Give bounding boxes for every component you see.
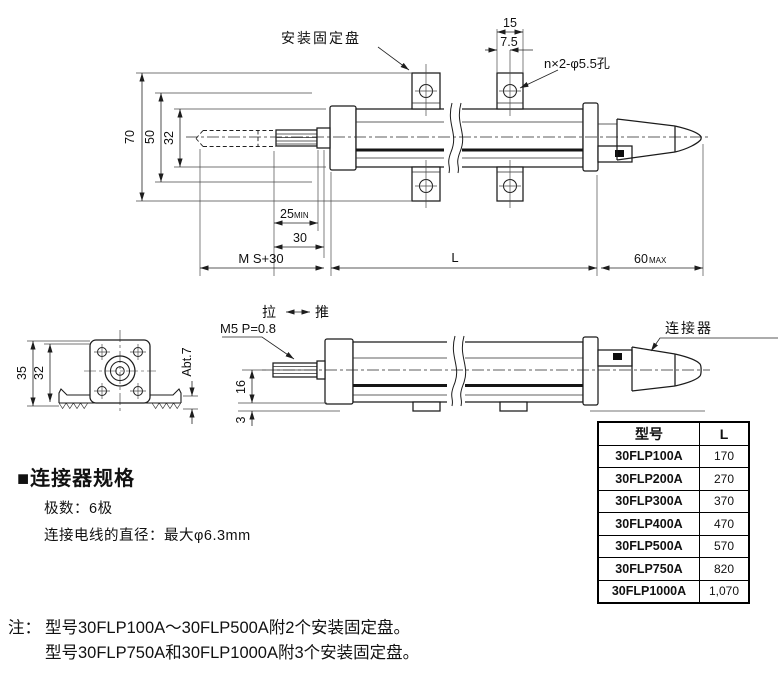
mounting-plate-label: 安装固定盘	[281, 30, 361, 46]
dim-32-label: 32	[162, 131, 176, 145]
header-model: 型号	[597, 421, 700, 446]
top-view-body	[329, 102, 599, 172]
length-cell: 270	[699, 467, 750, 491]
dim-ms30-label: M S+30	[238, 251, 283, 266]
dim-3-label: 3	[234, 416, 248, 423]
side-view: 35 32 Abt.7	[15, 330, 198, 424]
dim-25min-label: 25	[280, 207, 294, 221]
connector-label: 连接器	[665, 320, 713, 336]
side-view-flange	[84, 330, 156, 414]
table-row: 30FLP750A 820	[597, 557, 750, 581]
dim-32-side-label: 32	[32, 366, 46, 380]
middle-view-labels: 拉 推 M5 P=0.8 连接器	[220, 304, 778, 360]
side-view-dims: 35 32 Abt.7	[15, 340, 198, 424]
connector-poles: 极数：6极	[44, 501, 113, 517]
middle-view: 拉 推 M5 P=0.8 连接器 16 3	[220, 304, 778, 426]
top-view-break	[444, 102, 464, 174]
model-cell: 30FLP500A	[597, 534, 700, 558]
table-row: 30FLP400A 470	[597, 512, 750, 536]
dim-L-label: L	[451, 250, 458, 265]
length-cell: 370	[699, 489, 750, 513]
length-cell: 570	[699, 534, 750, 558]
dim-35-label: 35	[15, 366, 29, 380]
model-cell: 30FLP300A	[597, 489, 700, 513]
dim-lengths: 25 MIN 30 M S+30 L 60 MAX	[199, 144, 704, 276]
footnote-line2: 型号30FLP750A和30FLP1000A附3个安装固定盘。	[45, 644, 420, 662]
dim-16-label: 16	[234, 380, 248, 394]
length-cell: 470	[699, 512, 750, 536]
footnote-lines: 型号30FLP100A～30FLP500A附2个安装固定盘。 型号30FLP75…	[45, 616, 419, 666]
model-length-table: 型号 L 30FLP100A 170 30FLP200A 270 30FLP30…	[597, 421, 750, 604]
push-label: 推	[315, 304, 331, 320]
length-cell: 1,070	[699, 579, 750, 604]
header-length: L	[699, 421, 750, 446]
footnote-line1: 型号30FLP100A～30FLP500A附2个安装固定盘。	[45, 619, 410, 637]
table-row: 30FLP100A 170	[597, 444, 750, 468]
footnote: 注： 型号30FLP100A～30FLP500A附2个安装固定盘。 型号30FL…	[8, 616, 419, 666]
middle-view-break	[447, 335, 467, 407]
table-header-row: 型号 L	[597, 421, 750, 446]
top-view: 安装固定盘 n×2-φ5.5孔 15 7.5 70 50 32	[123, 16, 710, 276]
top-view-mount-blocks	[411, 50, 524, 208]
connector-spec-section: ■连接器规格 极数：6极 连接电线的直径：最大φ6.3mm	[17, 462, 251, 545]
connector-spec-title: ■连接器规格	[17, 468, 136, 490]
dim-rod-height: 16 3	[234, 369, 705, 426]
dim-15-label: 15	[503, 16, 517, 30]
middle-view-body	[324, 336, 599, 412]
model-cell: 30FLP1000A	[597, 579, 700, 604]
dim-50-label: 50	[143, 130, 157, 144]
model-cell: 30FLP100A	[597, 444, 700, 468]
dim-7-5-label: 7.5	[500, 35, 517, 49]
dim-abt7-label: Abt.7	[180, 347, 194, 376]
footnote-prefix: 注：	[8, 619, 41, 637]
dim-70-label: 70	[123, 130, 137, 144]
middle-view-connector	[597, 346, 702, 392]
table-row: 30FLP200A 270	[597, 467, 750, 491]
thread-label: M5 P=0.8	[220, 321, 276, 336]
side-view-bracket	[58, 388, 182, 410]
dim-30-label: 30	[293, 231, 307, 245]
table-row: 30FLP1000A 1,070	[597, 579, 750, 604]
model-cell: 30FLP750A	[597, 557, 700, 581]
pull-label: 拉	[262, 304, 278, 320]
top-view-rod	[195, 127, 331, 149]
model-cell: 30FLP400A	[597, 512, 700, 536]
length-cell: 820	[699, 557, 750, 581]
dim-60max-label: 60	[634, 252, 648, 266]
table-row: 30FLP300A 370	[597, 489, 750, 513]
dim-25min-suffix: MIN	[294, 211, 309, 220]
dim-60max-suffix: MAX	[649, 256, 667, 265]
holes-label: n×2-φ5.5孔	[544, 56, 610, 71]
dim-block-width: 15 7.5	[485, 16, 533, 73]
dim-heights: 70 50 32	[123, 72, 412, 202]
length-cell: 170	[699, 444, 750, 468]
table-row: 30FLP500A 570	[597, 534, 750, 558]
top-view-labels: 安装固定盘 n×2-φ5.5孔	[281, 30, 610, 89]
top-view-connector	[597, 118, 702, 163]
connector-wire-diameter: 连接电线的直径：最大φ6.3mm	[44, 528, 251, 544]
model-cell: 30FLP200A	[597, 467, 700, 491]
